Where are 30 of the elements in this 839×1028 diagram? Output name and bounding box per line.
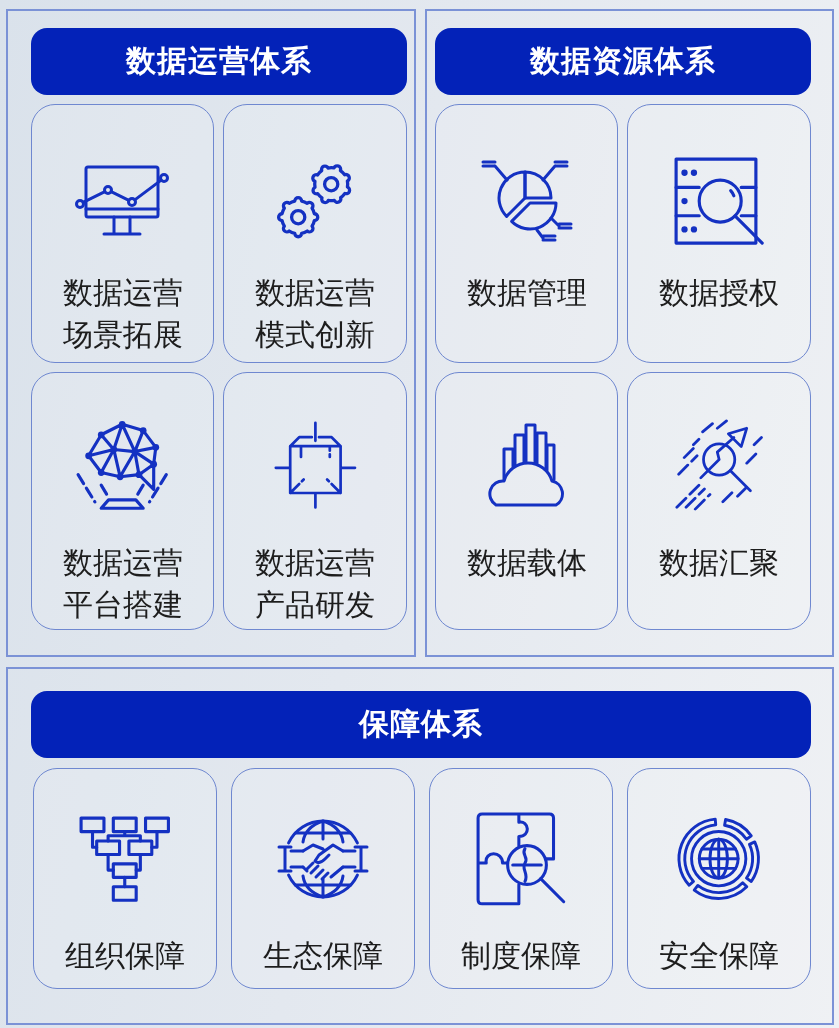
card-title: 安全保障 [659, 937, 779, 975]
card [435, 372, 618, 630]
card-title: 数据运营产品研发 [254, 544, 376, 624]
panel [425, 9, 834, 657]
card [627, 372, 811, 630]
card [429, 768, 613, 989]
card-title: 生态保障 [263, 937, 383, 975]
card [627, 104, 811, 363]
section-header: 数据资源体系 [435, 28, 811, 95]
panel [6, 667, 834, 1025]
card [435, 104, 618, 363]
card-title: 数据运营平台搭建 [61, 544, 184, 624]
card [223, 104, 407, 363]
card-title: 数据运营模式创新 [254, 274, 376, 354]
section-header: 保障体系 [31, 691, 811, 758]
card-title: 数据载体 [466, 544, 587, 582]
card-title: 数据管理 [466, 274, 587, 312]
card-title: 数据汇聚 [659, 544, 779, 582]
card-title: 数据授权 [659, 274, 779, 312]
card-title: 组织保障 [65, 937, 185, 975]
card-title: 数据运营场景拓展 [61, 274, 184, 354]
card [223, 372, 407, 630]
card [31, 372, 214, 630]
card [31, 104, 214, 363]
card [231, 768, 415, 989]
card-title: 制度保障 [461, 937, 581, 975]
panel [6, 9, 416, 657]
card [33, 768, 217, 989]
card [627, 768, 811, 989]
section-header: 数据运营体系 [31, 28, 407, 95]
